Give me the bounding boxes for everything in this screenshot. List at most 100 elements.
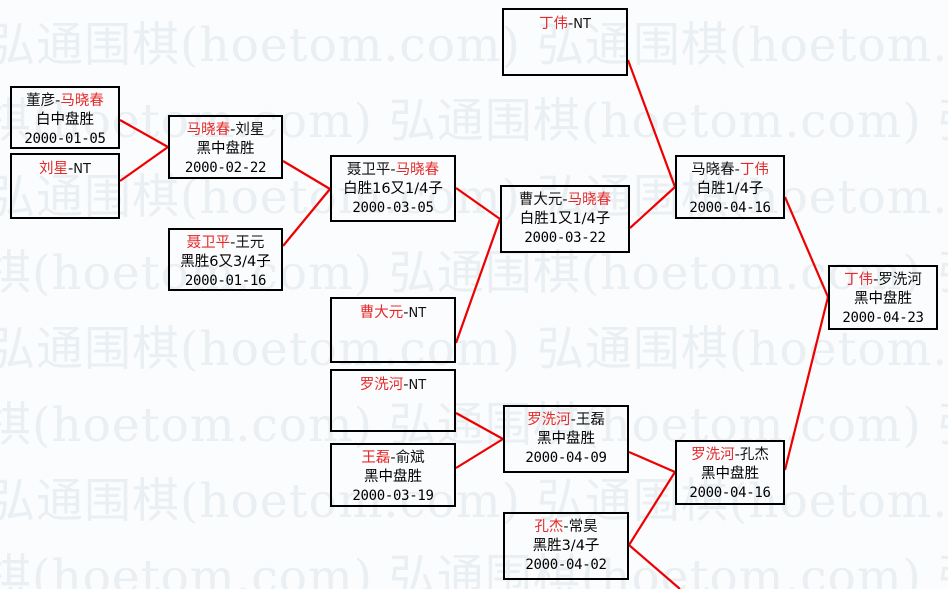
player-left: 丁伟 bbox=[844, 272, 874, 288]
watermark-text: 弘通围棋(hoetom.com) 弘通围棋(hoetom.com) 弘通围棋(h… bbox=[0, 246, 948, 301]
matchup-line: 聂卫平-王元 bbox=[170, 234, 281, 253]
matchup-line: 马晓春-刘星 bbox=[170, 121, 281, 140]
match-date: 2000-04-16 bbox=[689, 200, 771, 216]
match-result: 黑中盘胜 bbox=[364, 469, 422, 485]
match-result: 黑中盘胜 bbox=[701, 466, 759, 482]
conn-n7-to-n9 bbox=[629, 186, 676, 229]
match-luoxihe-kongjie[interactable]: 罗洗河-孔杰黑中盘胜 2000-04-16 bbox=[675, 440, 785, 505]
conn-n13-tail bbox=[628, 544, 681, 589]
match-date: 2000-03-22 bbox=[524, 230, 606, 246]
player-left: 罗洗河 bbox=[359, 377, 404, 393]
conn-n5-to-n7 bbox=[455, 187, 501, 220]
match-date: 2000-04-09 bbox=[525, 450, 607, 466]
match-date: 2000-02-22 bbox=[184, 160, 267, 176]
matchup-line: 曹大元-马晓春 bbox=[502, 191, 628, 210]
player-left: 孔杰 bbox=[534, 519, 564, 535]
match-maxiaochun-dingwei[interactable]: 马晓春-丁伟白胜1/4子 2000-04-16 bbox=[675, 155, 785, 219]
watermark-text: 弘通围棋(hoetom.com) 弘通围棋(hoetom.com) 弘通围棋(h… bbox=[0, 170, 948, 225]
match-luoxihe-wanglei[interactable]: 罗洗河-王磊黑中盘胜 2000-04-09 bbox=[503, 405, 629, 473]
watermark-text: 弘通围棋(hoetom.com) 弘通围棋(hoetom.com) 弘通围棋(h… bbox=[0, 322, 948, 377]
player-right: 刘星 bbox=[235, 122, 265, 138]
player-left: 聂卫平 bbox=[186, 235, 231, 251]
match-result: 黑胜3/4子 bbox=[532, 538, 600, 554]
versus-separator: - bbox=[570, 412, 576, 428]
versus-separator: - bbox=[563, 519, 569, 535]
matchup-line: 聂卫平-马晓春 bbox=[332, 161, 454, 180]
conn-n9-to-n15 bbox=[783, 196, 830, 298]
matchup-line: 孔杰-常昊 bbox=[505, 518, 627, 537]
conn-n8-to-n9 bbox=[626, 59, 677, 188]
match-result: 黑中盘胜 bbox=[196, 141, 255, 157]
conn-n3-to-n5 bbox=[282, 160, 331, 190]
match-result: 白胜1又1/4子 bbox=[519, 211, 611, 227]
matchup-line: 董彦-马晓春 bbox=[12, 92, 118, 111]
versus-separator: - bbox=[403, 377, 409, 393]
versus-separator: - bbox=[390, 162, 396, 178]
versus-separator: - bbox=[390, 450, 396, 466]
watermark-text: 弘通围棋(hoetom.com) 弘通围棋(hoetom.com) 弘通围棋(h… bbox=[0, 18, 948, 73]
player-right: 王元 bbox=[235, 235, 265, 251]
versus-separator: - bbox=[68, 161, 74, 177]
player-right: 丁伟 bbox=[739, 162, 769, 178]
player-left: 曹大元 bbox=[359, 305, 404, 321]
conn-n10-to-n12 bbox=[455, 412, 504, 440]
matchup-line: 丁伟-NT bbox=[504, 15, 626, 34]
player-right: 马晓春 bbox=[567, 192, 612, 208]
player-left: 罗洗河 bbox=[691, 447, 735, 463]
watermark-text: 弘通围棋(hoetom.com) 弘通围棋(hoetom.com) 弘通围棋(h… bbox=[0, 550, 948, 589]
match-result: 白中盘胜 bbox=[36, 112, 94, 128]
versus-separator: - bbox=[403, 305, 409, 321]
player-right-nt: NT bbox=[408, 378, 427, 393]
player-caodayuan-nt[interactable]: 曹大元-NT bbox=[330, 297, 456, 363]
player-left: 丁伟 bbox=[539, 16, 569, 32]
matchup-line: 罗洗河-孔杰 bbox=[677, 446, 783, 465]
match-maxiaochun-liuxing[interactable]: 马晓春-刘星黑中盘胜 2000-02-22 bbox=[168, 115, 283, 179]
player-liuxing-nt[interactable]: 刘星-NT bbox=[10, 153, 120, 219]
player-luoxihe-nt[interactable]: 罗洗河-NT bbox=[330, 369, 456, 432]
match-result: 白胜1/4子 bbox=[696, 181, 764, 197]
match-result: 黑胜6又3/4子 bbox=[180, 254, 271, 270]
player-dingwei-nt[interactable]: 丁伟-NT bbox=[502, 8, 628, 76]
versus-separator: - bbox=[562, 192, 568, 208]
match-result: 黑中盘胜 bbox=[537, 431, 595, 447]
match-date: 2000-01-05 bbox=[24, 131, 106, 147]
versus-separator: - bbox=[55, 93, 61, 109]
conn-n4-to-n5 bbox=[282, 188, 331, 247]
conn-n12-to-n14 bbox=[628, 450, 676, 474]
versus-separator: - bbox=[230, 235, 236, 251]
player-left: 董彦 bbox=[26, 93, 56, 109]
matchup-line: 罗洗河-王磊 bbox=[505, 411, 627, 430]
match-result: 白胜16又1/4子 bbox=[343, 181, 443, 197]
versus-separator: - bbox=[873, 272, 879, 288]
match-date: 2000-04-23 bbox=[842, 310, 924, 326]
player-left: 王磊 bbox=[361, 450, 391, 466]
watermark-text: 弘通围棋(hoetom.com) 弘通围棋(hoetom.com) 弘通围棋(h… bbox=[0, 94, 948, 149]
watermark-text: 弘通围棋(hoetom.com) 弘通围棋(hoetom.com) 弘通围棋(h… bbox=[0, 474, 948, 529]
versus-separator: - bbox=[734, 447, 740, 463]
watermark-text: 弘通围棋(hoetom.com) 弘通围棋(hoetom.com) 弘通围棋(h… bbox=[0, 398, 948, 453]
matchup-line: 马晓春-丁伟 bbox=[677, 161, 783, 180]
match-date: 2000-04-02 bbox=[525, 557, 607, 573]
player-right: 俞斌 bbox=[395, 450, 425, 466]
player-right: 马晓春 bbox=[60, 93, 104, 109]
match-date: 2000-04-16 bbox=[689, 485, 771, 501]
conn-n2-to-n3 bbox=[119, 146, 169, 182]
player-right: 常昊 bbox=[568, 519, 598, 535]
match-result: 黑中盘胜 bbox=[854, 291, 912, 307]
match-caodayuan-maxiaochun[interactable]: 曹大元-马晓春白胜1又1/4子 2000-03-22 bbox=[500, 185, 630, 253]
match-date: 2000-01-16 bbox=[184, 273, 267, 289]
conn-n14-to-n15 bbox=[783, 296, 830, 471]
matchup-line: 王磊-俞斌 bbox=[332, 449, 454, 468]
match-date: 2000-03-19 bbox=[352, 488, 434, 504]
player-left: 马晓春 bbox=[186, 122, 231, 138]
conn-n1-to-n3 bbox=[119, 119, 169, 148]
